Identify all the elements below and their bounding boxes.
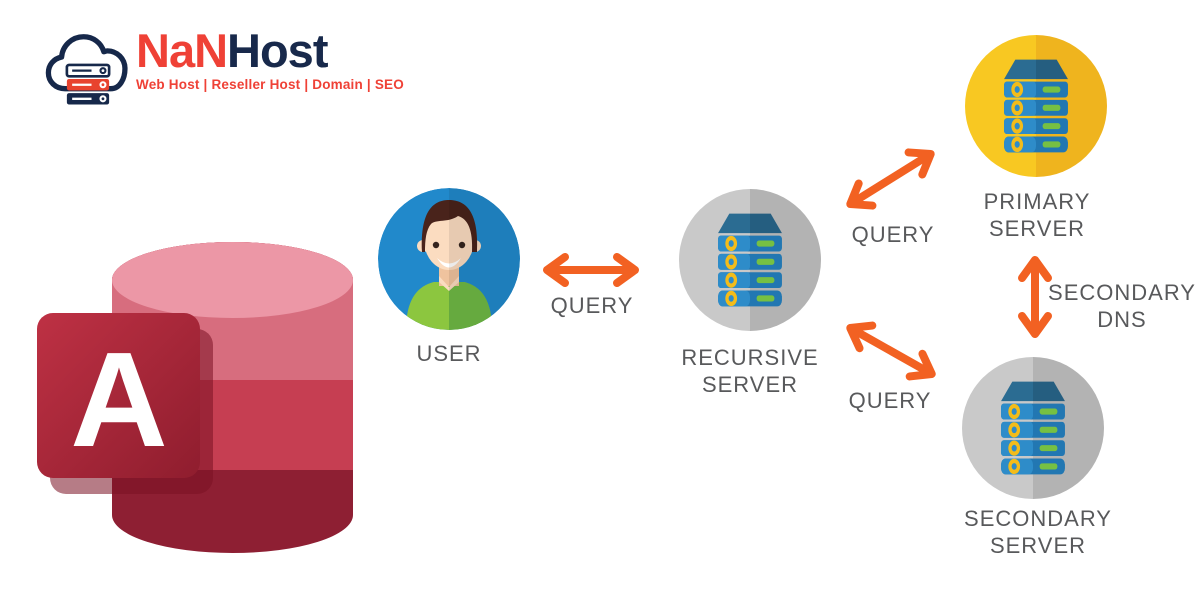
database-cylinder-top [112, 242, 353, 318]
primary-server-node [965, 35, 1107, 177]
access-square [37, 313, 200, 478]
server-rack-icon [989, 45, 1083, 167]
brand-name-red: NaN [136, 24, 228, 77]
arrow-recursive-secondary [846, 321, 936, 381]
nanhost-logo: NaNHost Web Host | Reseller Host | Domai… [44, 26, 404, 110]
secondary-server-label: SECONDARY SERVER [964, 506, 1112, 558]
recursive-server-label: RECURSIVE SERVER [681, 345, 819, 397]
secondary-dns-label: SECONDARY DNS [1048, 280, 1196, 332]
server-rack-icon [986, 367, 1080, 489]
query-label-recursive-primary: QUERY [851, 222, 935, 247]
recursive-server-node [679, 189, 821, 331]
brand-tagline: Web Host | Reseller Host | Domain | SEO [136, 77, 404, 92]
cloud-servers-icon [45, 34, 128, 105]
brand-name-dark: Host [227, 24, 328, 77]
user-avatar-icon [378, 188, 520, 330]
access-letter: A [70, 324, 168, 475]
secondary-server-node [962, 357, 1104, 499]
query-arrows [543, 148, 1052, 381]
user-label: USER [416, 341, 482, 366]
primary-server-label: PRIMARY SERVER [983, 189, 1091, 241]
brand-name: NaNHost [136, 26, 404, 76]
server-rack-icon [703, 199, 797, 321]
query-label-user-recursive: QUERY [550, 293, 634, 318]
user-node [378, 188, 520, 330]
query-label-recursive-secondary: QUERY [848, 388, 932, 413]
arrow-recursive-primary [846, 148, 935, 210]
access-database-graphic: A [37, 242, 353, 553]
